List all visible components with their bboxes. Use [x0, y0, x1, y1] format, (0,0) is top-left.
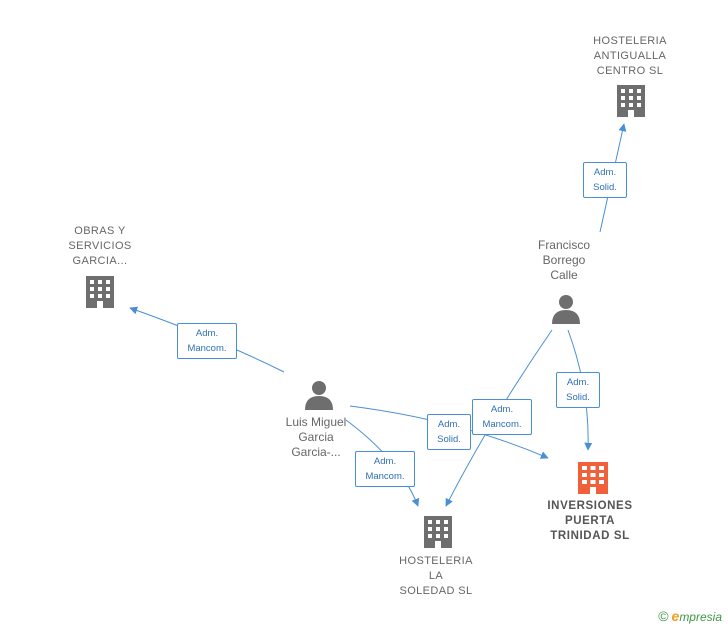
edge-label-line: Solid. — [566, 392, 590, 403]
label-line: Luis Miguel — [285, 415, 347, 429]
node-label-hosteleria-soledad[interactable]: HOSTELERIA LA SOLEDAD SL — [386, 554, 486, 599]
edge-label-line: Adm. — [566, 377, 590, 388]
edge-label-line: Solid. — [593, 182, 617, 193]
label-line: SERVICIOS — [68, 240, 132, 252]
edge-label-line: Adm. — [373, 456, 397, 467]
edge-label-luis-soledad[interactable]: Adm. Mancom. — [355, 451, 415, 487]
label-line: Francisco — [537, 238, 590, 252]
label-line: Borrego — [542, 253, 586, 267]
label-line: HOSTELERIA — [399, 555, 473, 567]
label-line: TRINIDAD SL — [550, 530, 630, 542]
node-label-luis-miguel[interactable]: Luis Miguel Garcia Garcia-... — [266, 415, 366, 460]
brand-rest: mpresia — [679, 610, 722, 624]
edge-label-francisco-antigualla[interactable]: Adm. Solid. — [583, 162, 627, 198]
edge-label-line: Mancom. — [365, 471, 405, 482]
copyright-symbol: © — [658, 608, 669, 624]
edge-label-line: Mancom. — [482, 419, 522, 430]
label-line: PUERTA — [564, 515, 616, 527]
edge-label-francisco-soledad[interactable]: Adm. Mancom. — [472, 399, 532, 435]
label-line: SOLEDAD SL — [399, 585, 473, 597]
label-line: Garcia — [298, 430, 334, 444]
building-icon[interactable] — [617, 85, 645, 117]
edge-label-line: Adm. — [195, 328, 219, 339]
edge-label-line: Adm. — [593, 167, 617, 178]
label-line: Calle — [550, 268, 578, 282]
label-line: CENTRO SL — [596, 65, 664, 77]
brand-logo: © empresia — [658, 608, 722, 624]
edge-label-line: Mancom. — [187, 343, 227, 354]
label-line: Garcia-... — [291, 445, 341, 459]
person-icon[interactable] — [552, 295, 580, 324]
building-icon-highlighted[interactable] — [578, 462, 608, 494]
edge-label-line: Adm. — [490, 404, 514, 415]
label-line: OBRAS Y — [74, 225, 126, 237]
node-label-obras-servicios[interactable]: OBRAS Y SERVICIOS GARCIA... — [50, 224, 150, 269]
node-label-inversiones[interactable]: INVERSIONES PUERTA TRINIDAD SL — [535, 499, 645, 544]
label-line: GARCIA... — [72, 255, 128, 267]
node-label-francisco[interactable]: Francisco Borrego Calle — [514, 238, 614, 283]
label-line: LA — [428, 570, 444, 582]
edge-label-luis-inversiones[interactable]: Adm. Solid. — [427, 414, 471, 450]
edge-label-francisco-inversiones[interactable]: Adm. Solid. — [556, 372, 600, 408]
person-icon[interactable] — [305, 381, 333, 410]
label-line: INVERSIONES — [547, 500, 633, 512]
building-icon[interactable] — [86, 276, 114, 308]
label-line: ANTIGUALLA — [593, 50, 667, 62]
node-label-hosteleria-antigualla[interactable]: HOSTELERIA ANTIGUALLA CENTRO SL — [580, 34, 680, 79]
edge-label-line: Solid. — [437, 434, 461, 445]
building-icon[interactable] — [424, 516, 452, 548]
brand-wordmark: empresia — [672, 608, 722, 624]
brand-e: e — [671, 608, 680, 624]
edge-label-luis-obras[interactable]: Adm. Mancom. — [177, 323, 237, 359]
label-line: HOSTELERIA — [593, 35, 667, 47]
edge-label-line: Adm. — [437, 419, 461, 430]
